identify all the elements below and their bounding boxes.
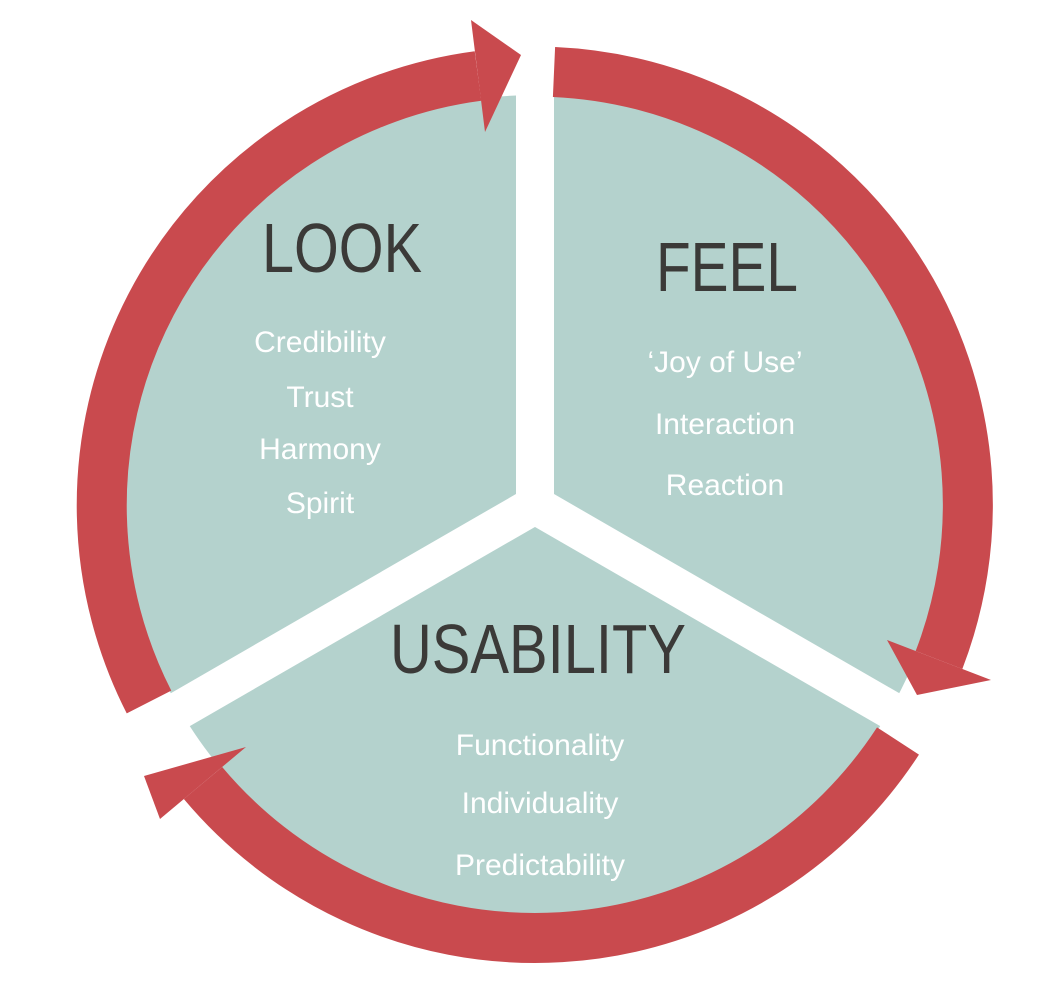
segment-feel-item: Interaction: [655, 408, 795, 441]
segment-feel-item: Reaction: [666, 469, 784, 502]
segment-usability-item: Predictability: [455, 849, 625, 882]
ring-arc-look: [76, 51, 482, 714]
arrowhead-feel-to-usability-icon: [887, 640, 991, 695]
segment-feel-item: ‘Joy of Use’: [647, 346, 802, 379]
ring-arc-usability: [183, 727, 919, 963]
segment-feel-title: FEEL: [656, 228, 798, 306]
divider-southwest: [109, 488, 545, 762]
ring-arc-feel: [552, 47, 993, 669]
segment-usability: USABILITY Functionality Individuality Pr…: [390, 610, 686, 882]
segment-look-item: Harmony: [259, 433, 381, 466]
segment-usability-item: Functionality: [456, 729, 624, 762]
segment-usability-item: Individuality: [462, 787, 619, 820]
segment-look: LOOK Credibility Trust Harmony Spirit: [254, 209, 422, 520]
segment-usability-title: USABILITY: [390, 610, 686, 688]
segment-look-item: Trust: [286, 381, 354, 414]
divider-southeast: [525, 488, 961, 762]
segment-look-item: Spirit: [286, 487, 355, 520]
arrowhead-usability-to-look-icon: [144, 747, 246, 819]
cycle-ring: [76, 20, 993, 963]
segment-look-title: LOOK: [262, 209, 422, 287]
arrowhead-look-to-feel-icon: [471, 20, 521, 132]
wedge-dividers: [109, 18, 961, 762]
segment-feel: FEEL ‘Joy of Use’ Interaction Reaction: [647, 228, 802, 502]
segment-look-item: Credibility: [254, 326, 386, 359]
